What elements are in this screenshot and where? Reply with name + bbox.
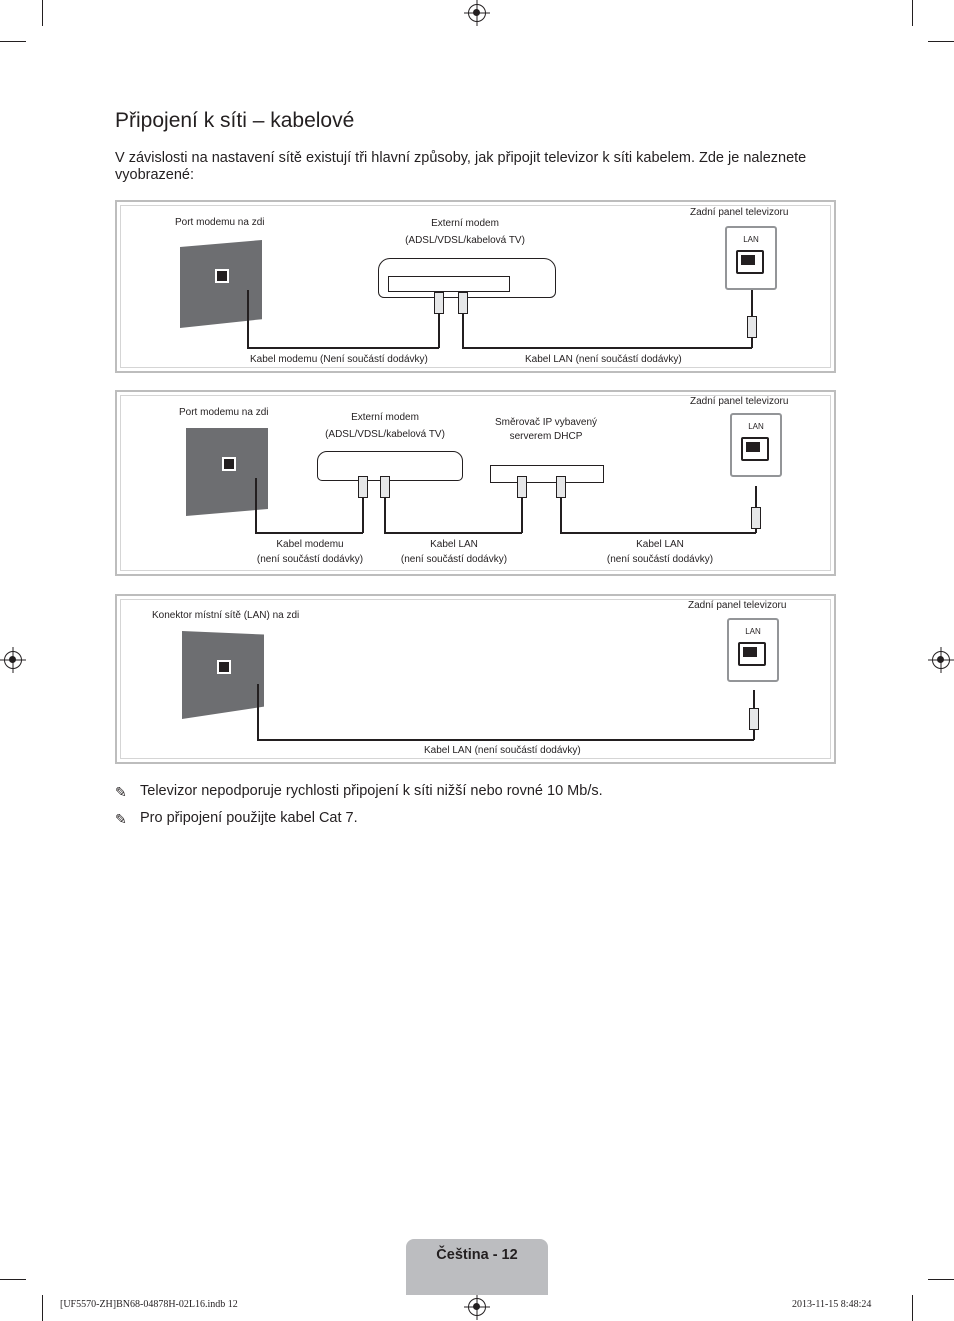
cable-plug-icon xyxy=(517,476,527,498)
crop-mark xyxy=(42,0,43,26)
cable-plug-icon xyxy=(458,292,468,314)
crop-mark xyxy=(912,0,913,26)
modem-cable-line xyxy=(247,347,439,349)
wall-plate-icon xyxy=(186,428,268,516)
cable-plug-icon xyxy=(747,316,757,338)
modem-label-line2: (ADSL/VDSL/kabelová TV) xyxy=(405,235,525,246)
tv-lan-port-icon: LAN xyxy=(727,618,779,682)
lan-cable-line xyxy=(257,739,754,741)
lan-cable-line xyxy=(462,300,464,348)
modem-label: Externí modem (ADSL/VDSL/kabelová TV) xyxy=(400,217,530,247)
lan-cable-line xyxy=(521,484,523,533)
wall-port-label: Port modemu na zdi xyxy=(179,407,269,418)
tv-lan-port-icon: LAN xyxy=(725,226,777,290)
cable-label-line1: Kabel modemu xyxy=(276,539,344,550)
cable-plug-icon xyxy=(380,476,390,498)
cable-label-line2: (není součástí dodávky) xyxy=(256,554,364,565)
page-title: Připojení k síti – kabelové xyxy=(115,109,355,132)
crop-mark xyxy=(42,1295,43,1321)
lan-cable-label: Kabel LAN (není součástí dodávky) xyxy=(600,538,720,566)
lan-cable-label: Kabel LAN (není součástí dodávky) xyxy=(424,745,581,756)
page-number-tab: Čeština - 12 xyxy=(406,1239,548,1295)
wall-socket-icon xyxy=(217,660,231,674)
pencil-note-icon: ✎ xyxy=(115,784,127,800)
wall-lan-label: Konektor místní sítě (LAN) na zdi xyxy=(152,610,300,621)
lan-cable-line xyxy=(560,532,756,534)
crop-mark xyxy=(0,1279,26,1280)
modem-cable-label: Kabel modemu (není součástí dodávky) xyxy=(250,538,370,566)
lan-port-label: LAN xyxy=(748,422,764,431)
lan-port-label: LAN xyxy=(745,627,761,636)
cable-plug-icon xyxy=(749,708,759,730)
modem-cable-line xyxy=(247,290,249,348)
lan-cable-line xyxy=(462,347,752,349)
lan-cable-line xyxy=(384,532,522,534)
note-text: Pro připojení použijte kabel Cat 7. xyxy=(140,810,358,826)
modem-label-line1: Externí modem xyxy=(431,218,499,229)
tv-lan-port-icon: LAN xyxy=(730,413,782,477)
print-slug-timestamp: 2013-11-15 8:48:24 xyxy=(792,1299,872,1310)
cable-plug-icon xyxy=(358,476,368,498)
lan-cable-line xyxy=(384,484,386,533)
registration-mark-icon xyxy=(468,1298,486,1316)
external-modem-icon xyxy=(317,451,463,481)
modem-cable-line xyxy=(438,300,440,348)
tv-panel-label: Zadní panel televizoru xyxy=(690,207,789,218)
cable-label-line1: Kabel LAN xyxy=(636,539,684,550)
crop-mark xyxy=(912,1295,913,1321)
modem-cable-label: Kabel modemu (Není součástí dodávky) xyxy=(250,354,428,365)
registration-mark-icon xyxy=(4,651,22,669)
cable-plug-icon xyxy=(434,292,444,314)
modem-port-panel xyxy=(388,276,510,292)
lan-port-label: LAN xyxy=(743,235,759,244)
pencil-note-icon: ✎ xyxy=(115,811,127,827)
modem-label: Externí modem (ADSL/VDSL/kabelová TV) xyxy=(320,411,450,441)
lan-cable-label: Kabel LAN (není součástí dodávky) xyxy=(394,538,514,566)
modem-cable-line xyxy=(255,532,363,534)
lan-cable-line xyxy=(257,684,259,740)
lan-cable-line xyxy=(560,484,562,533)
router-label-line1: Směrovač IP vybavený xyxy=(494,417,598,428)
modem-cable-line xyxy=(255,478,257,533)
crop-mark xyxy=(0,41,26,42)
note-text: Televizor nepodporuje rychlosti připojen… xyxy=(140,783,603,799)
cable-plug-icon xyxy=(751,507,761,529)
page-number-label: Čeština - 12 xyxy=(436,1247,518,1263)
router-label-line2: serverem DHCP xyxy=(509,431,583,442)
lan-cable-label: Kabel LAN (není součástí dodávky) xyxy=(525,354,682,365)
modem-label-line2: (ADSL/VDSL/kabelová TV) xyxy=(325,429,445,440)
wall-plate-icon xyxy=(180,240,262,328)
intro-paragraph: V závislosti na nastavení sítě existují … xyxy=(115,150,807,183)
print-slug-file: [UF5570-ZH]BN68-04878H-02L16.indb 12 xyxy=(60,1299,238,1310)
crop-mark xyxy=(928,1279,954,1280)
wall-socket-icon xyxy=(215,269,229,283)
registration-mark-icon xyxy=(932,651,950,669)
ip-router-icon xyxy=(490,465,604,483)
wall-plate-icon xyxy=(182,631,264,719)
modem-label-line1: Externí modem xyxy=(351,412,419,423)
wall-port-label: Port modemu na zdi xyxy=(175,217,265,228)
wall-socket-icon xyxy=(222,457,236,471)
tv-panel-label: Zadní panel televizoru xyxy=(688,600,787,611)
cable-label-line2: (není součástí dodávky) xyxy=(400,554,508,565)
tv-panel-label: Zadní panel televizoru xyxy=(690,396,789,407)
crop-mark xyxy=(928,41,954,42)
cable-plug-icon xyxy=(556,476,566,498)
cable-label-line2: (není součástí dodávky) xyxy=(606,554,714,565)
router-label: Směrovač IP vybavený serverem DHCP xyxy=(480,416,612,443)
registration-mark-icon xyxy=(468,4,486,22)
modem-cable-line xyxy=(362,484,364,533)
cable-label-line1: Kabel LAN xyxy=(430,539,478,550)
